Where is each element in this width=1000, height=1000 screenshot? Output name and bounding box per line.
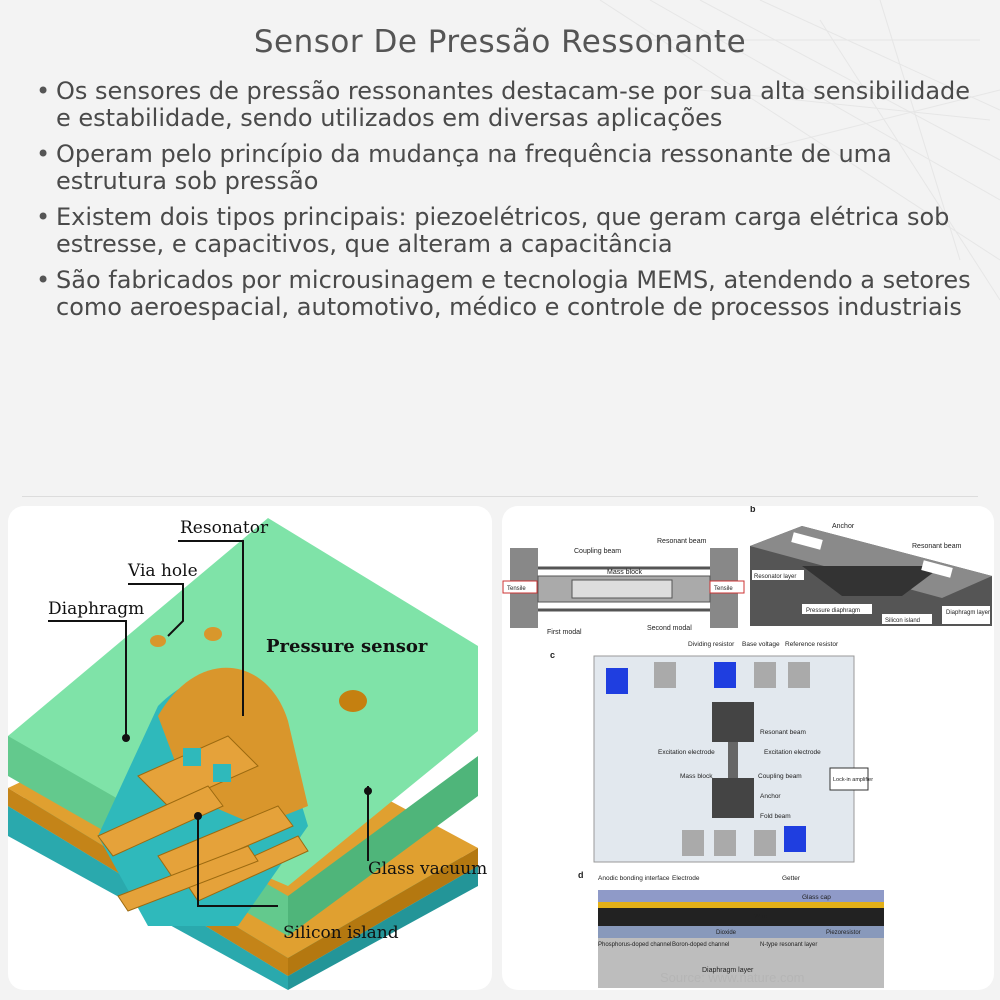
label-anchor: Anchor (760, 793, 781, 800)
label-base-voltage: Base voltage (742, 641, 780, 648)
label-via-hole: Via hole (127, 561, 198, 581)
bullet-item: Os sensores de pressão ressonantes desta… (32, 78, 972, 132)
label-wire: Wire (754, 913, 768, 920)
label-resonant-beam: Resonant beam (760, 729, 806, 736)
label-anchor: Anchor (832, 523, 855, 530)
label-diaphragm-layer: Diaphragm layer (946, 610, 990, 616)
label-electrode: Electrode (672, 875, 700, 882)
label-ntype: N-type resonant layer (760, 942, 817, 948)
via-hole-icon (150, 635, 166, 647)
label-phosphorus: Phosphorus-doped channel (598, 942, 671, 948)
label-fold-beam: Fold beam (760, 813, 791, 820)
gold-side-right (288, 848, 478, 976)
hole (213, 764, 231, 782)
label-pressure-diaphragm: Pressure diaphragm (806, 608, 860, 614)
label-getter: Getter (782, 875, 801, 882)
label-tensile: Tensile (507, 586, 526, 592)
page-title: Sensor De Pressão Ressonante (253, 24, 747, 60)
label-dioxide: Dioxide (716, 930, 737, 936)
source-credit: Source: www.nature.com (660, 970, 805, 985)
label-glass-cap: Glass cap (802, 894, 831, 901)
glass-cap-right (288, 756, 478, 936)
panel-letter-b: b (750, 506, 756, 514)
gold-traces (97, 735, 309, 912)
panel-b: b Resonator layer Anchor Resonant beam P… (750, 506, 992, 626)
label-diaphragm: Diaphragm (48, 599, 144, 619)
label-silicon-island: Silicon island (885, 618, 920, 624)
divider (22, 496, 978, 497)
label-excitation-electrode: Excitation electrode (658, 749, 715, 756)
label-tensile: Tensile (714, 586, 733, 592)
pressure-sensor-figure: Resonator Via hole Diaphragm Pressure se… (8, 506, 492, 990)
label-resonant-beam: Resonant beam (912, 543, 962, 550)
nature-figure: Tensile Tensile Coupling beam Resonant b… (502, 506, 994, 990)
label-coupling-beam: Coupling beam (574, 548, 621, 555)
via-hole-icon (204, 627, 222, 641)
label-diaphragm-layer: Diaphragm layer (702, 967, 754, 974)
label-second-modal: Second modal (647, 625, 692, 632)
panel-c: c Dividing resistor Base voltage Referen… (550, 641, 873, 863)
bullet-list: Os sensores de pressão ressonantes desta… (32, 78, 972, 330)
label-resonator: Resonator (180, 518, 269, 538)
label-mass-block: Mass block (607, 569, 643, 576)
label-reference-resistor: Reference resistor (785, 641, 839, 648)
label-lockin: Lock-in amplifier (833, 777, 873, 783)
label-glass-vacuum-cap: Glass vacuum cap (368, 859, 492, 879)
label-resonant-beam: Resonant beam (657, 538, 707, 545)
panel-a: Tensile Tensile Coupling beam Resonant b… (502, 538, 745, 636)
panel-d: d Anodic bonding interface Electrode Get… (578, 870, 884, 988)
hole (183, 748, 201, 766)
via-hole-icon (339, 690, 367, 712)
bullet-item: São fabricados por microusinagem e tecno… (32, 267, 972, 321)
label-first-modal: First modal (547, 629, 582, 636)
label-mass-block: Mass block (680, 773, 713, 780)
sensor-illustration: Resonator Via hole Diaphragm Pressure se… (8, 518, 492, 990)
bullet-item: Existem dois tipos principais: piezoelét… (32, 204, 972, 258)
bullet-item: Operam pelo princípio da mudança na freq… (32, 141, 972, 195)
label-excitation-electrode: Excitation electrode (764, 749, 821, 756)
label-anodic: Anodic bonding interface (598, 875, 670, 882)
label-resonator-layer: Resonator layer (754, 574, 796, 580)
silicon-side-right (288, 866, 478, 990)
mems-diagram: Tensile Tensile Coupling beam Resonant b… (502, 506, 992, 988)
label-boron: Boron-doped channel (672, 942, 729, 948)
label-coupling-beam: Coupling beam (758, 773, 802, 780)
label-silicon-island: Silicon island (283, 923, 399, 943)
panel-letter-d: d (578, 870, 584, 880)
label-dividing-resistor: Dividing resistor (688, 641, 735, 648)
label-pressure-sensor: Pressure sensor (266, 636, 428, 657)
panel-letter-c: c (550, 650, 555, 660)
leader-lines (48, 540, 369, 907)
label-piezoresistor: Piezoresistor (826, 930, 861, 936)
